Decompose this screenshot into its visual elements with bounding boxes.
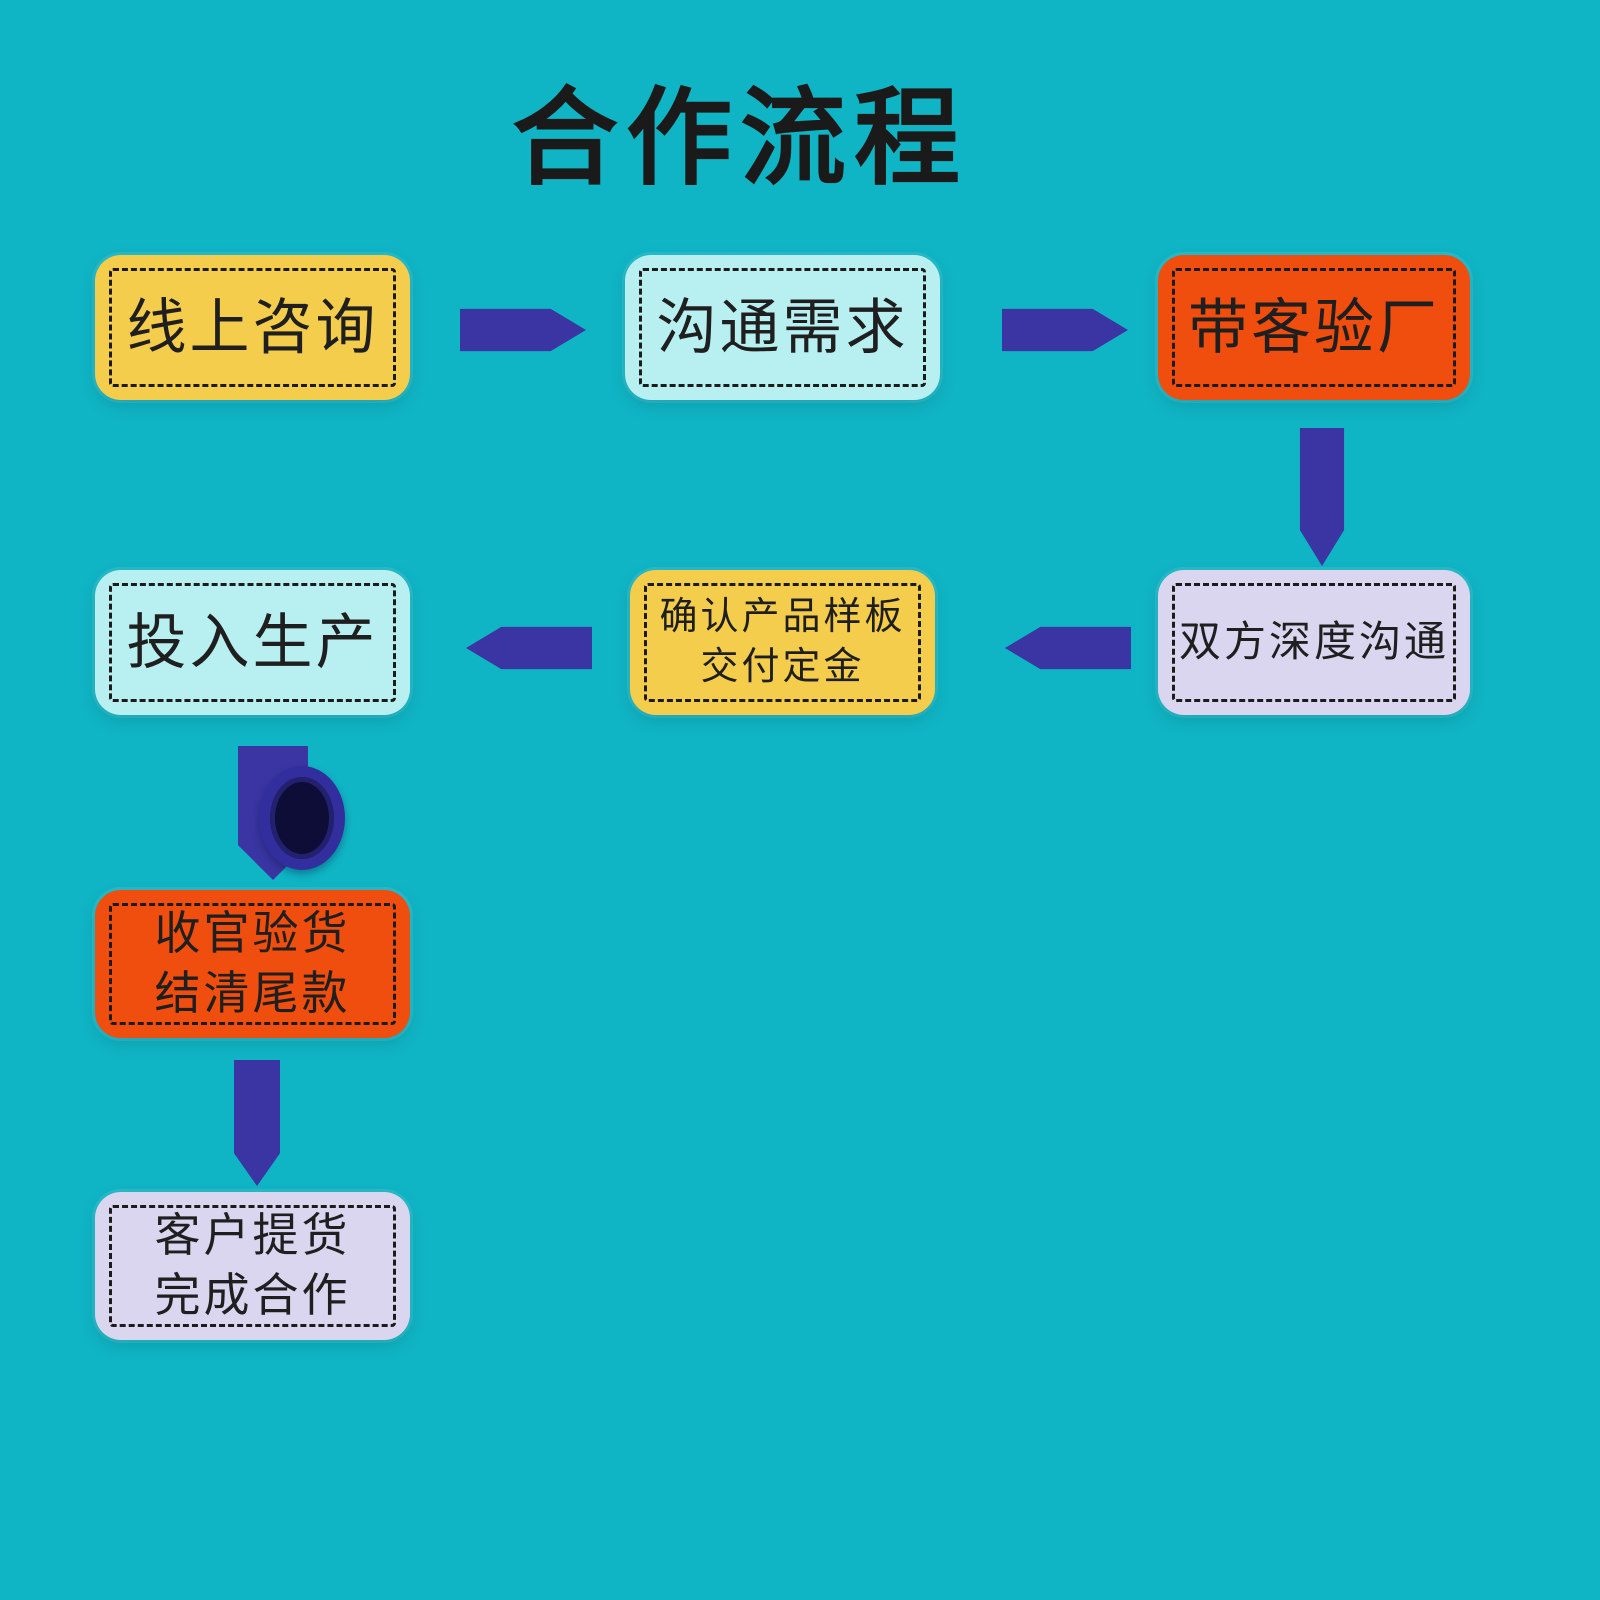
node-label: 投入生产 bbox=[126, 608, 379, 676]
flow-node-factory-visit: 带客验厂 bbox=[1158, 255, 1470, 400]
node-label: 收官验货 bbox=[154, 907, 351, 960]
flow-node-deep-communication: 双方深度沟通 bbox=[1158, 570, 1470, 715]
flow-node-customer-pickup-complete: 客户提货 完成合作 bbox=[95, 1192, 410, 1340]
arrow-down-icon bbox=[234, 1060, 280, 1186]
node-label: 交付定金 bbox=[700, 645, 865, 688]
node-label: 结清尾款 bbox=[154, 967, 351, 1019]
dashed-border: 投入生产 bbox=[109, 583, 396, 702]
ring-decoration-icon bbox=[259, 766, 345, 870]
node-label: 双方深度沟通 bbox=[1178, 618, 1449, 666]
arrow-left-icon bbox=[1005, 626, 1131, 670]
flow-node-communicate-needs: 沟通需求 bbox=[625, 255, 940, 400]
node-label: 客户提货 bbox=[154, 1209, 351, 1262]
flow-node-start-production: 投入生产 bbox=[95, 570, 410, 715]
node-label: 带客验厂 bbox=[1188, 293, 1440, 361]
dashed-border: 线上咨询 bbox=[109, 268, 396, 387]
arrow-down-icon bbox=[1299, 428, 1345, 566]
node-label: 沟通需求 bbox=[656, 293, 909, 361]
arrow-right-icon bbox=[460, 308, 586, 352]
node-label: 完成合作 bbox=[154, 1269, 351, 1321]
node-label: 线上咨询 bbox=[126, 293, 379, 361]
dashed-border: 收官验货 结清尾款 bbox=[109, 903, 396, 1025]
dashed-border: 双方深度沟通 bbox=[1172, 583, 1456, 702]
page-title: 合作流程 bbox=[512, 80, 968, 198]
dashed-border: 沟通需求 bbox=[639, 268, 926, 387]
flow-node-final-inspection-balance: 收官验货 结清尾款 bbox=[95, 890, 410, 1038]
dashed-border: 带客验厂 bbox=[1172, 268, 1456, 387]
node-label: 确认产品样板 bbox=[659, 596, 906, 639]
arrow-left-icon bbox=[466, 626, 592, 670]
dashed-border: 确认产品样板 交付定金 bbox=[644, 583, 921, 702]
flow-node-confirm-sample-deposit: 确认产品样板 交付定金 bbox=[630, 570, 935, 715]
arrow-right-icon bbox=[1002, 308, 1128, 352]
flow-node-online-consult: 线上咨询 bbox=[95, 255, 410, 400]
dashed-border: 客户提货 完成合作 bbox=[109, 1205, 396, 1327]
